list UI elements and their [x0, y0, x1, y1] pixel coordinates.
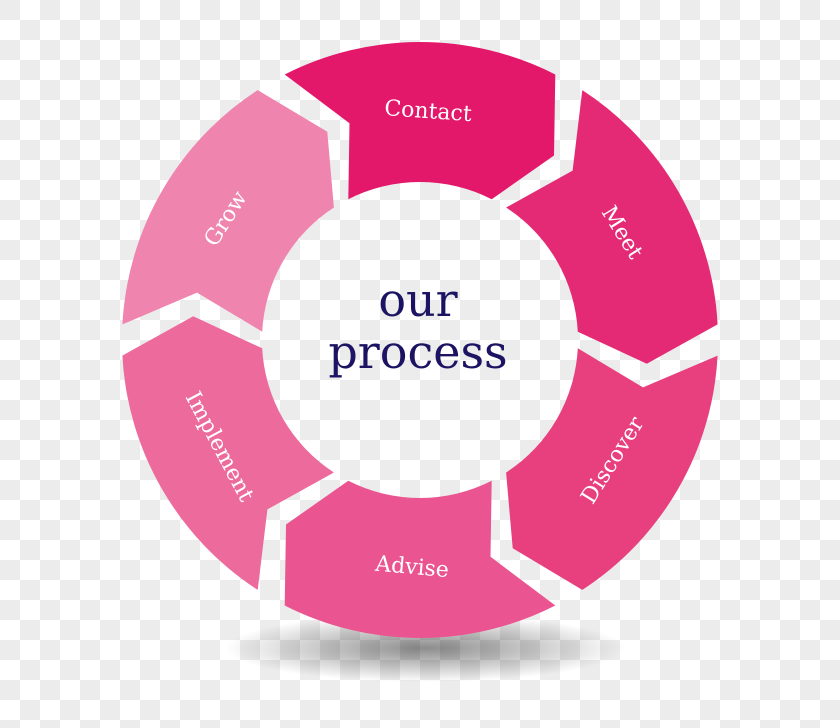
segment-contact: Contact [284, 42, 556, 200]
segment-arrow-shape [122, 316, 334, 590]
center-title-line2: process [328, 325, 507, 379]
segment-grow: Grow [122, 90, 334, 332]
segment-arrow-shape [506, 90, 718, 364]
segment-arrow-shape [506, 348, 718, 590]
segment-advise: Advise [284, 480, 556, 638]
drop-shadow [225, 614, 625, 682]
segment-meet: Meet [506, 90, 718, 364]
segment-arrow-shape [284, 42, 556, 200]
segment-discover: Discover [506, 348, 718, 590]
center-title-line1: our [378, 273, 457, 327]
segment-implement: Implement [122, 316, 334, 590]
segment-arrow-shape [284, 480, 556, 638]
segment-arrow-shape [122, 90, 334, 332]
segment-label: Contact [384, 96, 473, 127]
